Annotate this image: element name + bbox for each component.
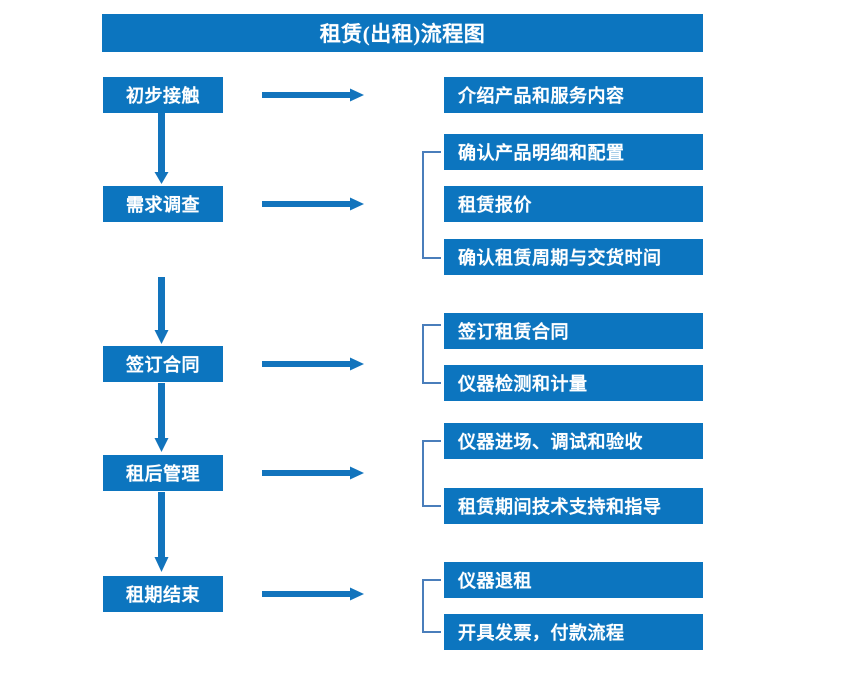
detail-box-instrument-onsite[interactable]: 仪器进场、调试和验收 <box>444 423 703 459</box>
bracket-icon-group-5 <box>422 579 441 633</box>
detail-box-tech-support[interactable]: 租赁期间技术支持和指导 <box>444 488 703 524</box>
detail-box-invoice-payment[interactable]: 开具发票，付款流程 <box>444 614 703 650</box>
stage-box-needs-survey[interactable]: 需求调查 <box>103 186 223 222</box>
detail-box-confirm-period[interactable]: 确认租赁周期与交货时间 <box>444 239 703 275</box>
horizontal-arrow-icon-5 <box>262 587 364 601</box>
horizontal-arrow-icon-3 <box>262 357 364 371</box>
horizontal-arrow-icon-4 <box>262 466 364 480</box>
detail-box-confirm-spec-config[interactable]: 确认产品明细和配置 <box>444 134 703 170</box>
bracket-icon-group-2 <box>422 151 441 259</box>
vertical-arrow-group <box>154 113 169 572</box>
detail-box-introduce-products[interactable]: 介绍产品和服务内容 <box>444 77 703 113</box>
stage-box-post-rental-mgmt[interactable]: 租后管理 <box>103 455 223 491</box>
detail-box-sign-rental-contract[interactable]: 签订租赁合同 <box>444 313 703 349</box>
vertical-arrow-icon-2 <box>154 277 169 344</box>
vertical-arrow-icon-4 <box>154 492 169 572</box>
bracket-icon-group-4 <box>422 440 441 507</box>
vertical-arrow-icon-3 <box>154 383 169 452</box>
bracket-icon-group-3 <box>422 324 441 384</box>
vertical-arrow-icon-1 <box>154 113 169 184</box>
bracket-group <box>422 151 441 633</box>
horizontal-arrow-group <box>262 88 364 601</box>
detail-box-rental-quote[interactable]: 租赁报价 <box>444 186 703 222</box>
detail-box-instrument-return[interactable]: 仪器退租 <box>444 562 703 598</box>
stage-box-rental-end[interactable]: 租期结束 <box>103 576 223 612</box>
stage-box-initial-contact[interactable]: 初步接触 <box>103 77 223 113</box>
horizontal-arrow-icon-1 <box>262 88 364 102</box>
horizontal-arrow-icon-2 <box>262 197 364 211</box>
stage-box-sign-contract[interactable]: 签订合同 <box>103 346 223 382</box>
detail-box-instrument-testing[interactable]: 仪器检测和计量 <box>444 365 703 401</box>
chart-title: 租赁(出租)流程图 <box>102 14 703 52</box>
